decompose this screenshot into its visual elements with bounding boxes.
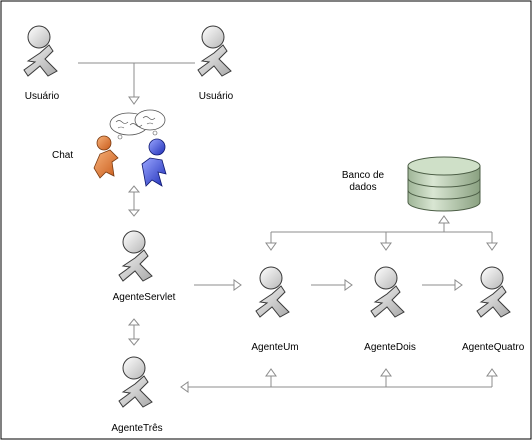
db-um-arrow: [265, 242, 277, 251]
um-dois-arrow: [344, 279, 353, 291]
bottom-um-arrow: [265, 368, 277, 377]
agente-um-label: AgenteUm: [251, 342, 299, 353]
usuario-left-label: Usuário: [24, 91, 60, 102]
bottom-tres-arrow: [180, 381, 189, 393]
chat-label: Chat: [52, 150, 74, 161]
banco-label-line1: Banco de: [341, 170, 385, 181]
agente-servlet-label: AgenteServlet: [112, 292, 176, 303]
chat-servlet-arrow-down: [127, 209, 141, 217]
dois-quatro-arrow: [454, 279, 463, 291]
chat-icon: [93, 109, 167, 187]
usuario-right-label: Usuário: [198, 91, 234, 102]
agente-servlet-icon: [118, 230, 153, 282]
agente-dois-label: AgenteDois: [364, 342, 416, 353]
servlet-tres-arrow-up: [127, 318, 141, 326]
bottom-dois-arrow: [380, 368, 392, 377]
db-up-arrow: [438, 215, 450, 224]
chat-servlet-arrow-up: [127, 185, 141, 193]
connectors: [78, 62, 498, 393]
agente-um-icon: [255, 266, 290, 318]
usuario-right-icon: [197, 25, 232, 77]
agente-quatro-label: AgenteQuatro: [462, 342, 525, 353]
servlet-tres-arrow-down: [127, 338, 141, 346]
agente-dois-icon: [370, 266, 405, 318]
servlet-um-arrow: [233, 279, 242, 291]
users-to-chat-arrow: [128, 96, 140, 105]
banco-label-line2: dados: [349, 182, 377, 193]
agente-tres-icon: [118, 356, 153, 408]
db-quatro-arrow: [486, 242, 498, 251]
agente-tres-label: AgenteTrês: [111, 423, 163, 434]
bottom-quatro-arrow: [486, 368, 498, 377]
db-dois-arrow: [380, 242, 392, 251]
agente-quatro-icon: [476, 266, 511, 318]
database-icon: [407, 156, 481, 212]
usuario-left-icon: [23, 25, 58, 77]
